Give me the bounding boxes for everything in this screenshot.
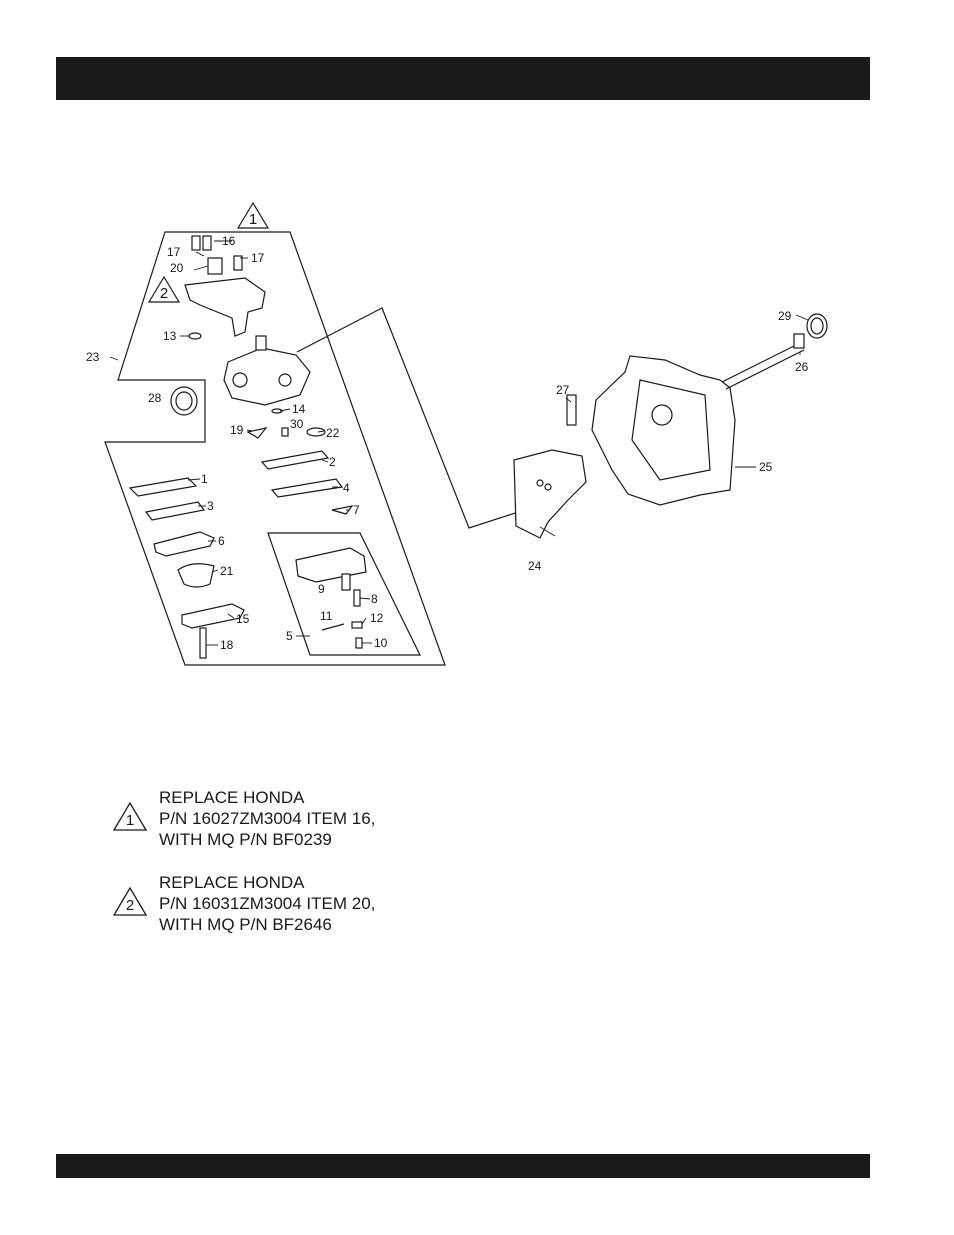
callout-6: 6 [218,534,225,548]
callout-28: 28 [148,391,162,405]
gasket-1 [130,478,196,496]
callout-9: 9 [318,582,325,596]
bolt-26 [722,343,800,382]
note-2-line-2: P/N 16031ZM3004 ITEM 20, [159,893,375,914]
note-2-marker: 2 [118,897,142,914]
callout-11: 11 [320,609,333,623]
bolt-26-head [794,334,804,348]
callout-21: 21 [220,564,234,578]
note-1-marker: 1 [118,812,142,829]
spring-9 [342,574,350,590]
callout-7: 7 [353,503,360,517]
callout-27: 27 [556,383,570,397]
callout-12: 12 [370,611,384,625]
part-3 [146,502,204,520]
note-1-line-1: REPLACE HONDA [159,787,375,808]
callout-22: 22 [326,426,340,440]
callout-10: 10 [374,636,388,650]
note-1-line-2: P/N 16027ZM3004 ITEM 16, [159,808,375,829]
leader-line [297,308,540,528]
gasket-2 [262,451,328,469]
gasket-24 [514,450,586,538]
bolt-26-edge [726,350,804,389]
callout-8: 8 [371,592,378,606]
housing-25 [592,356,735,505]
part-19 [248,428,266,438]
callout-3: 3 [207,499,214,513]
callout-16: 16 [222,234,236,248]
note-2-line-1: REPLACE HONDA [159,872,375,893]
replacement-note-1: 1 REPLACE HONDA P/N 16027ZM3004 ITEM 16,… [110,787,530,853]
needle-8 [354,590,360,606]
cup-21 [178,564,214,587]
o-ring-28 [171,387,197,415]
callout-30: 30 [290,417,304,431]
marker-1-label: 1 [249,211,257,228]
callout-17-left: 17 [167,245,181,259]
replacement-note-2: 2 REPLACE HONDA P/N 16031ZM3004 ITEM 20,… [110,872,530,938]
float-chamber [296,548,366,582]
screw-18 [200,628,206,658]
callout-5: 5 [286,629,293,643]
callout-23: 23 [86,350,100,364]
callout-13: 13 [163,329,177,343]
callout-20: 20 [170,261,184,275]
clip-13 [189,333,201,339]
carburetor-exploded-diagram: 1 2 1 2 3 4 5 6 7 8 9 10 11 12 13 14 15 … [0,0,954,720]
callout-19: 19 [230,423,244,437]
callout-15: 15 [236,612,250,626]
marker-2-label: 2 [160,285,168,302]
callout-17-right: 17 [251,251,265,265]
carburetor-main-body [224,336,310,405]
callout-18: 18 [220,638,234,652]
note-2-line-3: WITH MQ P/N BF2646 [159,914,375,935]
part-12 [352,622,362,628]
callout-24: 24 [528,559,542,573]
part-22 [307,428,325,436]
callout-1: 1 [201,472,208,486]
screw-10 [356,638,362,648]
callout-25: 25 [759,460,773,474]
callout-4: 4 [343,481,350,495]
callout-29: 29 [778,309,792,323]
pin-11 [322,624,344,630]
callout-26: 26 [795,360,809,374]
gasket-4 [272,479,342,497]
cover-6 [154,532,214,556]
callout-14: 14 [292,402,306,416]
cover-15 [182,604,244,628]
part-30 [282,428,288,436]
note-1-line-3: WITH MQ P/N BF0239 [159,829,375,850]
footer-bar [56,1154,870,1178]
callout-2: 2 [329,455,336,469]
